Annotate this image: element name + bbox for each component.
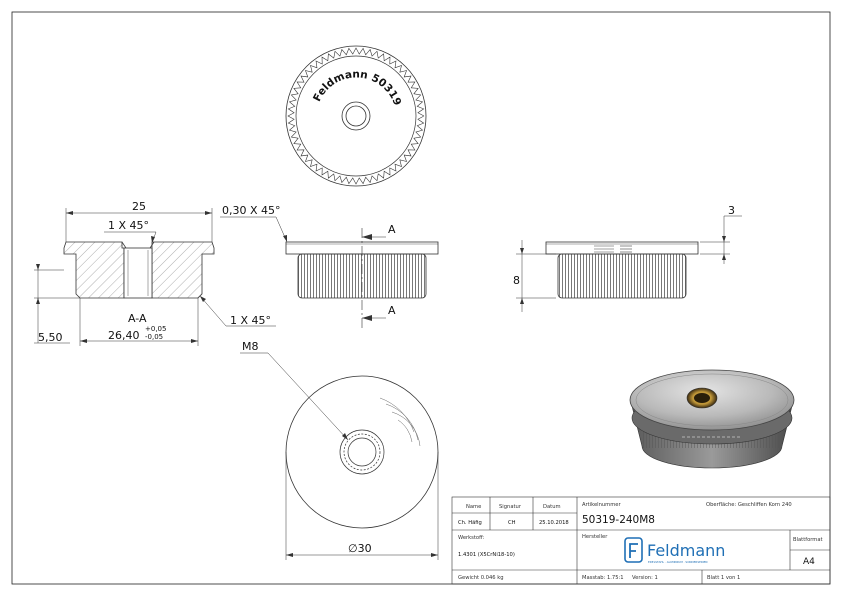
- dim-width: 25: [132, 200, 146, 213]
- dim-flange-thickness: 3: [728, 204, 735, 217]
- dim-chamfer-top: 1 X 45°: [108, 219, 149, 232]
- title-block-text: Name Signatur Datum Ch. Häfig CH 25.10.2…: [458, 502, 823, 581]
- material-value: 1.4301 (X5CrNi18-10): [458, 552, 515, 558]
- sheet-format-label: Blattformat: [793, 537, 823, 543]
- dim-thread: M8: [242, 340, 259, 353]
- front-view: A A 0,30 X 45°: [220, 204, 439, 328]
- tolerance-minus: -0,05: [145, 333, 163, 341]
- dim-body-height: 8: [513, 274, 520, 287]
- feldmann-logo: Feldmann EDELSTAHL · ALUMINIUM · SONDERS…: [624, 537, 725, 564]
- drawn-by-signature: CH: [508, 520, 516, 526]
- isometric-render: [629, 369, 795, 469]
- scale: Masstab: 1.75:1: [582, 575, 624, 581]
- section-marker-bottom: A: [388, 304, 396, 317]
- sheet-border: [11, 11, 831, 585]
- section-marker-top: A: [388, 223, 396, 236]
- engraving-text: Feldmann 50319-240M8: [0, 0, 403, 107]
- tolerance-plus: +0,05: [145, 325, 166, 333]
- section-view-a-a: 25 1 X 45° 5,50 A-A 26,40 +0,05 -0,05 1 …: [34, 200, 276, 346]
- manufacturer-label: Hersteller: [582, 534, 608, 540]
- title-block: [451, 496, 831, 585]
- logo-wordmark: Feldmann: [647, 541, 725, 560]
- bottom-view: M8 ∅30: [240, 340, 439, 560]
- sheet-number: Blatt 1 von 1: [707, 575, 740, 581]
- header-datum: Datum: [543, 504, 561, 510]
- header-signatur: Signatur: [499, 504, 522, 510]
- header-name: Name: [466, 504, 481, 510]
- knurl-teeth: [287, 47, 425, 185]
- side-view: 3 8: [513, 204, 742, 312]
- dim-diameter: ∅30: [348, 542, 372, 555]
- dim-chamfer-front: 0,30 X 45°: [222, 204, 281, 217]
- top-view: Feldmann 50319-240M8: [0, 0, 427, 187]
- logo-subline: EDELSTAHL · ALUMINIUM · SONDERSERIEN: [648, 560, 708, 564]
- drawn-by-name: Ch. Häfig: [458, 520, 482, 526]
- dim-base-diameter: 26,40: [108, 329, 140, 342]
- surface-finish: Oberfläche: Geschliffen Korn 240: [706, 502, 792, 508]
- dim-left-offset: 5,50: [38, 331, 63, 344]
- material-label: Werkstoff:: [458, 535, 485, 541]
- dim-chamfer-bottom: 1 X 45°: [230, 314, 271, 327]
- weight: Gewicht 0.046 kg: [458, 575, 504, 581]
- article-number-label: Artikelnummer: [582, 502, 621, 508]
- article-number: 50319-240M8: [582, 514, 655, 526]
- drawn-date: 25.10.2018: [539, 520, 569, 526]
- section-label: A-A: [128, 312, 147, 325]
- knurl-zigzag: [287, 47, 425, 185]
- sheet-format-value: A4: [803, 557, 815, 567]
- version: Version: 1: [632, 575, 658, 581]
